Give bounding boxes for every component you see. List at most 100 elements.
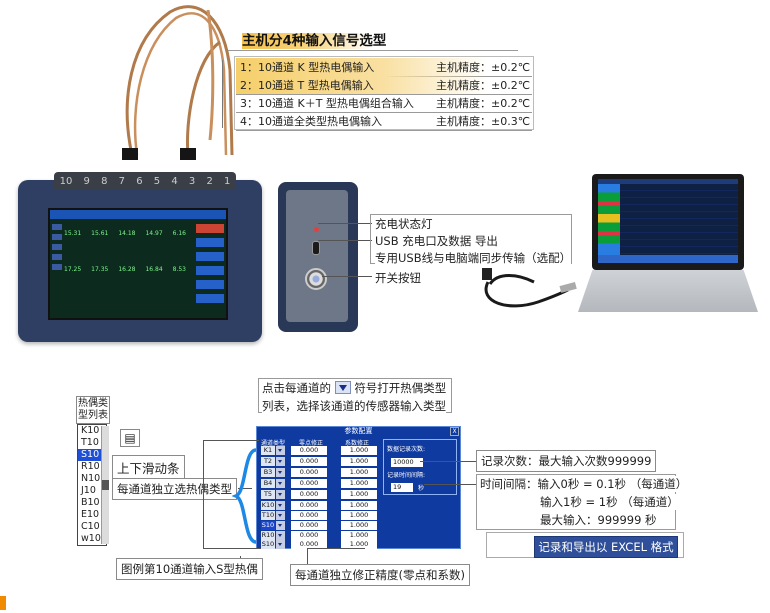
callout-line — [307, 548, 365, 549]
type-list-item[interactable]: J10 — [81, 485, 96, 496]
dropdown-arrow-icon[interactable] — [276, 457, 285, 466]
interval-line-3: 最大输入：999999 秒 — [540, 512, 657, 528]
zero-field[interactable]: 0.000 — [291, 531, 327, 540]
charge-led-label: 充电状态灯 — [375, 216, 433, 232]
type-list-item-selected[interactable]: S10 — [78, 449, 106, 461]
channel-type: T5 — [261, 490, 275, 499]
dialog-title: 参数配置 — [344, 427, 373, 435]
coef-field[interactable]: 1.000 — [341, 457, 377, 466]
coef-field[interactable]: 1.000 — [341, 540, 377, 549]
coef-field[interactable]: 1.000 — [341, 468, 377, 477]
laptop — [592, 174, 744, 270]
zero-field[interactable]: 0.000 — [291, 521, 327, 530]
channel-type: T2 — [261, 457, 275, 466]
type-list-item[interactable]: K10 — [81, 425, 100, 436]
channel-row: B3 0.000 1.000 — [261, 468, 381, 477]
dropdown-arrow-icon[interactable] — [276, 446, 285, 455]
record-interval-input[interactable]: 19 — [391, 483, 413, 492]
coef-field[interactable]: 1.000 — [341, 531, 377, 540]
usb-cable-label: 专用USB线与电脑端同步传输（选配） — [375, 250, 572, 266]
laptop-data-grid — [620, 184, 738, 255]
type-list-item[interactable]: N10 — [81, 473, 101, 484]
type-list-item[interactable]: E10 — [81, 509, 100, 520]
scrollbar-thumb[interactable] — [102, 480, 109, 490]
scrollbar-icon: ▤ — [120, 429, 140, 447]
coef-field[interactable]: 1.000 — [341, 521, 377, 530]
callout-line — [424, 484, 478, 485]
dropdown-arrow-icon[interactable] — [276, 479, 285, 488]
channel-type: K1 — [261, 446, 275, 455]
side-panel-face — [286, 190, 348, 322]
coef-field[interactable]: 1.000 — [341, 490, 377, 499]
interval-line-1: 时间间隔：输入0秒 = 0.1秒 （每通道） — [480, 476, 688, 492]
input-type-label: 3：10通道 K＋T 型热电偶组合输入 — [240, 97, 414, 110]
screen-button — [196, 224, 224, 233]
screen-value: 17.35 — [91, 266, 109, 273]
channel-number: 7 — [118, 175, 126, 187]
zero-field[interactable]: 0.000 — [291, 457, 327, 466]
channel-number: 9 — [83, 175, 90, 187]
channel-number: 8 — [101, 175, 108, 187]
screen-button — [196, 252, 224, 261]
channel-type: S10 — [261, 521, 275, 530]
zero-field[interactable]: 0.000 — [291, 490, 327, 499]
callout-line — [307, 548, 308, 566]
zero-field[interactable]: 0.000 — [291, 511, 327, 520]
callout-line — [203, 440, 204, 548]
dropdown-arrow-icon[interactable] — [276, 511, 285, 520]
coef-field[interactable]: 1.000 — [341, 511, 377, 520]
screen-value: 16.84 — [145, 266, 163, 273]
type-list-item[interactable]: T10 — [81, 437, 99, 448]
screen-values-row: 17.25 17.35 16.28 16.84 8.53 — [64, 266, 186, 274]
type-list-item[interactable]: B10 — [81, 497, 100, 508]
screen-button — [196, 294, 224, 303]
dropdown-arrow-icon[interactable] — [276, 501, 285, 510]
laptop-toolbar — [598, 255, 738, 263]
channel-type: K10 — [261, 501, 275, 510]
type-list-item[interactable]: C10 — [81, 521, 100, 532]
click-tip-line1: 点击每通道的 符号打开热偶类型 — [262, 380, 447, 396]
zero-field[interactable]: 0.000 — [291, 501, 327, 510]
screen-channel-marker — [52, 244, 62, 250]
coef-field[interactable]: 1.000 — [341, 479, 377, 488]
callout-line — [203, 440, 259, 441]
input-type-accuracy: 主机精度：±0.2℃ — [436, 79, 531, 92]
record-count-input[interactable]: 10000 — [391, 458, 423, 467]
close-icon[interactable]: X — [450, 427, 459, 436]
input-type-row-3: 3：10通道 K＋T 型热电偶组合输入 主机精度：±0.2℃ — [236, 94, 532, 113]
record-count-label: 数据记录次数: — [387, 446, 426, 453]
zero-field[interactable]: 0.000 — [291, 479, 327, 488]
type-list-item[interactable]: R10 — [81, 461, 100, 472]
channel-type: B4 — [261, 479, 275, 488]
input-type-row-2: 2：10通道 T 型热电偶输入 主机精度：±0.2℃ — [236, 76, 532, 95]
wire-tail-right — [206, 10, 215, 140]
screen-value: 14.97 — [145, 230, 163, 237]
col-header-zero: 零点修正 — [299, 440, 324, 447]
click-tip-text: 点击每通道的 — [262, 381, 331, 395]
zero-field[interactable]: 0.000 — [291, 540, 327, 549]
callout-line — [318, 240, 372, 241]
type-list-item[interactable]: w10 — [81, 533, 101, 544]
export-excel-button[interactable]: 记录和导出以 EXCEL 格式 — [534, 536, 678, 558]
dropdown-arrow-icon[interactable] — [276, 531, 285, 540]
coef-field[interactable]: 1.000 — [341, 501, 377, 510]
channel-type: T10 — [261, 511, 275, 520]
screen-value: 15.61 — [91, 230, 109, 237]
laptop-app-titlebar — [598, 179, 738, 184]
channel-row: T2 0.000 1.000 — [261, 457, 381, 466]
screen-button — [196, 238, 224, 247]
zero-field[interactable]: 0.000 — [291, 468, 327, 477]
dropdown-arrow-icon[interactable] — [276, 521, 285, 530]
input-type-label: 1：10通道 K 型热电偶输入 — [240, 61, 375, 74]
screen-value: 17.25 — [64, 266, 82, 273]
channel-row: B4 0.000 1.000 — [261, 479, 381, 488]
zero-field[interactable]: 0.000 — [291, 446, 327, 455]
dropdown-arrow-icon[interactable] — [276, 540, 285, 549]
dropdown-arrow-icon[interactable] — [276, 490, 285, 499]
thermocouple-wires — [122, 5, 234, 160]
type-list-scrollbar[interactable] — [101, 426, 109, 544]
coef-field[interactable]: 1.000 — [341, 446, 377, 455]
channel-row: K1 0.000 1.000 — [261, 446, 381, 455]
charge-led-icon — [314, 227, 319, 232]
dropdown-arrow-icon[interactable] — [276, 468, 285, 477]
